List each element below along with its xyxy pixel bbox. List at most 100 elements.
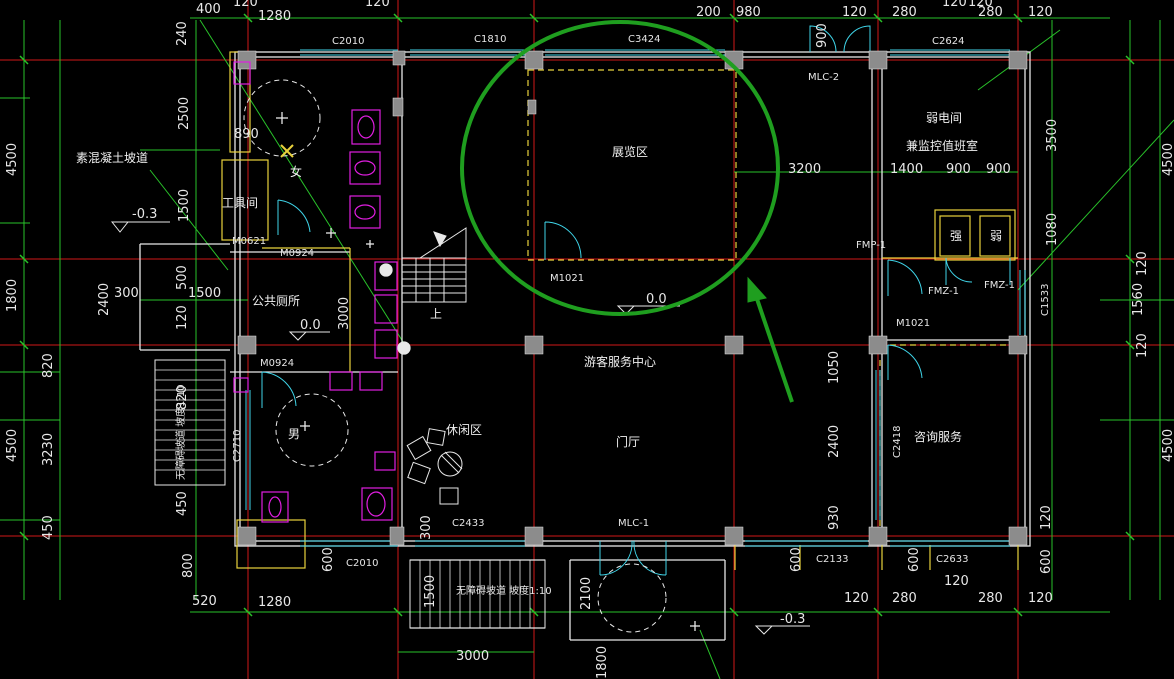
code-fmz1-b: FMZ-1 <box>984 280 1015 291</box>
level-left: -0.3 <box>132 207 157 222</box>
dim-li-1500: 1500 <box>177 189 192 222</box>
code-fmz1-a: FMZ-1 <box>928 286 959 297</box>
dim-bottom-120-b: 120 <box>944 574 969 589</box>
dim-int-2100: 2100 <box>579 577 594 610</box>
dim-li-2400: 2400 <box>97 283 112 316</box>
dim-ri-1050: 1050 <box>827 351 842 384</box>
dim-bottom-1280: 1280 <box>258 595 291 610</box>
code-c2710: C2710 <box>232 430 243 462</box>
dim-bottom-120-a: 120 <box>844 591 869 606</box>
annotation-ramp-left: 无障碍坡道 坡度1:10 <box>174 384 187 480</box>
dim-top-120-a: 120 <box>233 0 258 10</box>
dim-right-1560: 1560 <box>1131 283 1146 316</box>
room-tool-room: 工具间 <box>222 196 258 210</box>
code-m0924-a: M0924 <box>280 248 314 259</box>
ramps <box>154 359 546 629</box>
room-monitor-room: 兼监控值班室 <box>906 138 978 153</box>
dim-int-600-a: 600 <box>321 547 336 572</box>
dim-bottom-280-b: 280 <box>978 591 1003 606</box>
highlight-arrow <box>747 276 794 403</box>
dim-li-820: 820 <box>175 385 190 410</box>
code-c2624: C2624 <box>932 36 964 47</box>
code-m0621: M0621 <box>232 236 266 247</box>
code-m1021-a: M1021 <box>550 273 584 284</box>
room-public-toilet: 公共厕所 <box>252 294 300 308</box>
room-female: 女 <box>290 164 302 179</box>
right-outer-dimensions: 4500 120 1560 120 4500 <box>1131 143 1174 462</box>
dim-int-900-b: 900 <box>986 162 1011 177</box>
dim-top-980: 980 <box>736 5 761 20</box>
code-c2433: C2433 <box>452 518 484 529</box>
code-mlc1: MLC-1 <box>618 518 649 529</box>
dim-top-280-b: 280 <box>978 5 1003 20</box>
code-c2133: C2133 <box>816 554 848 565</box>
code-c1533: C1533 <box>1040 284 1051 316</box>
code-m0924-b: M0924 <box>260 358 294 369</box>
dim-ri-600: 600 <box>1039 549 1054 574</box>
doors <box>261 25 1011 576</box>
dim-int-300: 300 <box>114 286 139 301</box>
dim-ri-930: 930 <box>827 505 842 530</box>
dim-li-450: 450 <box>175 491 190 516</box>
dim-int-900-c: 900 <box>815 23 830 48</box>
dim-top-400: 400 <box>196 2 221 17</box>
dim-int-3000: 3000 <box>337 297 352 330</box>
dim-top-120-e: 120 <box>968 0 993 10</box>
left-inner-dimensions: 240 2500 890 1500 500 2400 120 820 3230 … <box>41 21 259 578</box>
dim-int-1500-b: 1500 <box>423 575 438 608</box>
level-toilet: 0.0 <box>300 318 321 333</box>
dim-int-3200: 3200 <box>788 162 821 177</box>
dim-left-4500-b: 4500 <box>5 429 20 462</box>
top-dimensions: 400 120 1280 120 200 980 120 280 120 120… <box>196 0 1053 24</box>
room-male: 男 <box>288 427 300 441</box>
room-strong: 强 <box>950 229 962 243</box>
room-weak: 弱 <box>990 229 1002 243</box>
dim-top-200: 200 <box>696 5 721 20</box>
dim-left-1800: 1800 <box>5 279 20 312</box>
code-c2010-top: C2010 <box>332 36 364 47</box>
room-exhibition: 展览区 <box>612 144 648 159</box>
dim-top-1280: 1280 <box>258 9 291 24</box>
dimension-lines <box>0 13 1174 679</box>
room-visitor-center: 游客服务中心 <box>584 354 656 369</box>
code-fmp1: FMP-1 <box>856 240 886 251</box>
room-weak-room: 弱电间 <box>926 111 962 125</box>
dim-li-890: 890 <box>234 127 259 142</box>
columns <box>237 50 1028 546</box>
dim-int-1400: 1400 <box>890 162 923 177</box>
code-c1810: C1810 <box>474 34 506 45</box>
sanitary-fixtures <box>233 61 398 523</box>
dim-bottom-120-c: 120 <box>1028 591 1053 606</box>
dim-right-4500-b: 4500 <box>1161 429 1174 462</box>
level-bottom: -0.3 <box>780 612 805 627</box>
dim-top-120-f: 120 <box>1028 5 1053 20</box>
lounge-furniture <box>406 428 463 505</box>
highlight-circle <box>460 20 780 316</box>
annotations: 素混凝土坡道 无障碍坡道 坡度1:10 无障碍坡道 坡度1:10 <box>76 150 552 597</box>
dim-int-900-a: 900 <box>946 162 971 177</box>
bottom-dimensions: 520 1280 3000 120 280 120 280 120 <box>192 574 1053 664</box>
dim-bottom-280-a: 280 <box>892 591 917 606</box>
stair <box>401 227 467 303</box>
code-c3424: C3424 <box>628 34 660 45</box>
markers <box>276 112 700 631</box>
dim-ri-120: 120 <box>1039 505 1054 530</box>
dim-left-4500-a: 4500 <box>5 143 20 176</box>
annotation-ramp-bottom: 无障碍坡道 坡度1:10 <box>456 584 552 597</box>
dim-right-4500-a: 4500 <box>1161 143 1174 176</box>
dim-right-120-b: 120 <box>1135 333 1150 358</box>
right-inner-dimensions: 3500 1080 1050 2400 930 120 600 <box>827 119 1060 574</box>
dim-li-500: 500 <box>175 265 190 290</box>
dim-ri-3500: 3500 <box>1045 119 1060 152</box>
dim-int-600-b: 600 <box>789 547 804 572</box>
level-symbols <box>110 221 810 635</box>
dim-top-280-a: 280 <box>892 5 917 20</box>
dim-ri-2400: 2400 <box>827 425 842 458</box>
dim-bottom-520: 520 <box>192 594 217 609</box>
room-consultation: 咨询服务 <box>914 429 962 444</box>
dim-li-120: 120 <box>175 305 190 330</box>
dim-ri-1080: 1080 <box>1045 213 1060 246</box>
element-codes: C2010 C1810 C3424 MLC-2 C2624 M0621 M092… <box>232 34 1051 569</box>
code-c2633: C2633 <box>936 554 968 565</box>
